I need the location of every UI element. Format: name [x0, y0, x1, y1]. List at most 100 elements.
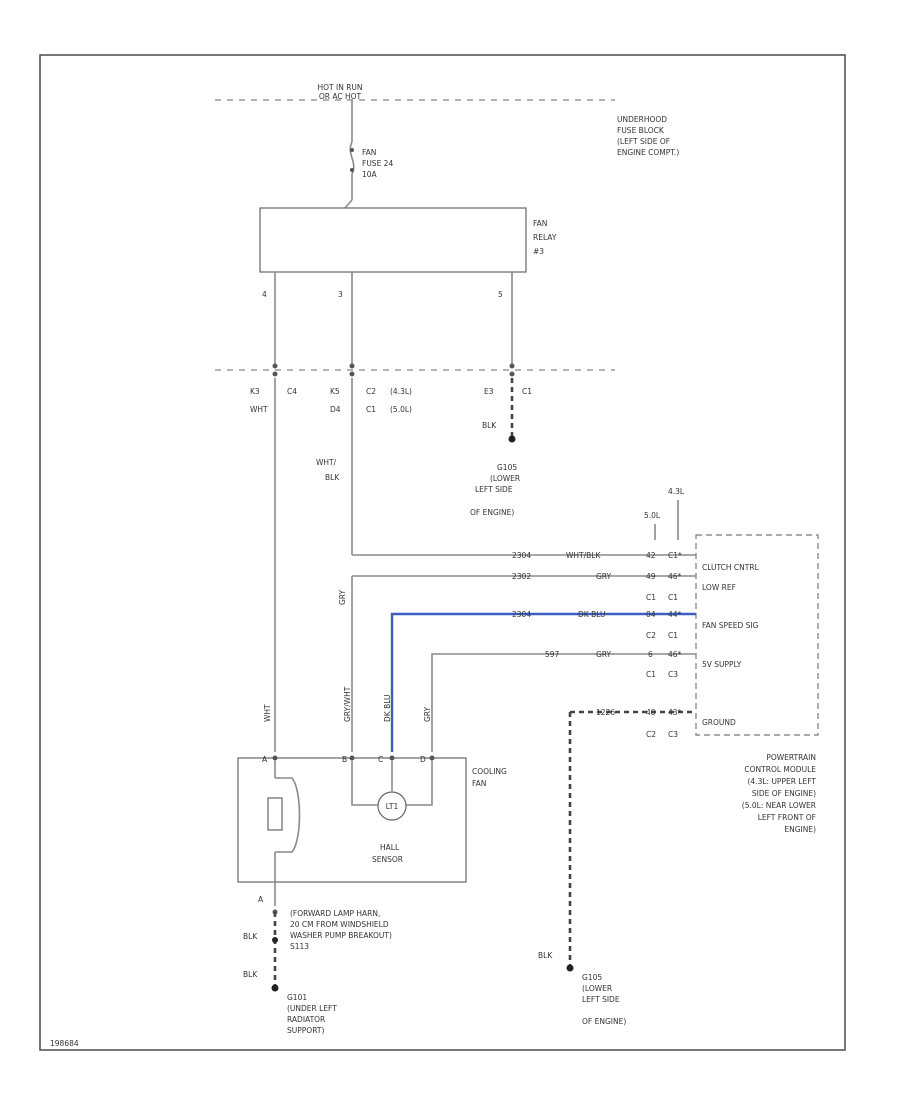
pcm-row5-circuit: 1226: [596, 708, 615, 717]
fuse-node-top: [350, 148, 354, 152]
ground-point-g101: [271, 984, 279, 992]
ground-point-g105-top: [508, 435, 516, 443]
conn2-conn: C2: [366, 387, 376, 396]
splice-label-1: (FORWARD LAMP HARN,: [290, 909, 380, 918]
pcm-row1-conn: C1*: [668, 551, 682, 560]
wire-color-label-1: WHT/: [316, 458, 337, 467]
connector-node-1: [272, 363, 278, 369]
wire-color-label-2: BLK: [325, 473, 340, 482]
pcm-name-2: CONTROL MODULE: [744, 765, 816, 774]
pcm-name-1: POWERTRAIN: [766, 753, 816, 762]
fan-pin-c: C: [378, 755, 383, 764]
splice-label-2: 20 CM FROM WINDSHIELD: [290, 920, 389, 929]
conn2-num-b: D4: [330, 405, 341, 414]
pcm-row4-conn1: C1: [646, 670, 656, 679]
hall-sensor-label-2: SENSOR: [372, 855, 403, 864]
label-5-0L: 5.0L: [644, 511, 661, 520]
hall-lowref-wire: [351, 760, 378, 806]
pcm-row3-label: FAN SPEED SIG: [702, 621, 759, 630]
pcm-name-3: (4.3L: UPPER LEFT: [748, 777, 817, 786]
conn2-engine-b: (5.0L): [390, 405, 412, 414]
conn3-conn: C1: [522, 387, 532, 396]
motor-winding: [275, 777, 301, 853]
pcm-name-4: SIDE OF ENGINE): [752, 789, 816, 798]
conn1-conn: C4: [287, 387, 297, 396]
conn3-color: BLK: [482, 421, 497, 430]
pcm-row5-conn: 43*: [668, 708, 682, 717]
hall-sensor-circle: [377, 791, 407, 821]
fan-relay-box: [259, 207, 527, 273]
fan-vwire-label-2: GRY/WHT: [343, 686, 352, 722]
conn1-num: K3: [250, 387, 260, 396]
fuse-block-label-2: FUSE BLOCK: [617, 126, 665, 135]
relay-label-2: RELAY: [533, 233, 557, 242]
pcm-row2-conn1: C1: [646, 593, 656, 602]
pcm-row3-circuit: 2304: [512, 610, 531, 619]
fan-pin-node-a: [272, 755, 278, 761]
relay-pin-4: 4: [262, 290, 267, 299]
pcm-box: [695, 534, 819, 736]
fan-pin-node-b: [349, 755, 355, 761]
pcm-row4-conn: 46*: [668, 650, 682, 659]
pcm-row3-color: DK BLU: [578, 610, 606, 619]
wire-dk-blu-fan-speed[interactable]: [390, 612, 696, 752]
connector-node-3b: [509, 371, 515, 377]
g105-bottom-label-3: LEFT SIDE: [582, 995, 620, 1004]
pcm-row5-conn2: C3: [668, 730, 678, 739]
connector-node-3: [509, 363, 515, 369]
g105-top-label-4: OF ENGINE): [470, 508, 514, 517]
g105-bottom-label-2: (LOWER: [582, 984, 612, 993]
conn3-num: E3: [484, 387, 494, 396]
pcm-row4-circuit: 597: [545, 650, 560, 659]
fan-pin-d: D: [420, 755, 426, 764]
bottom-pin-a: A: [258, 895, 264, 904]
g101-label-1: G101: [287, 993, 307, 1002]
hall-sensor-label-1: HALL: [380, 843, 400, 852]
pcm-row1-pin: 42: [646, 551, 656, 560]
bottom-blk-2: BLK: [243, 970, 258, 979]
pcm-row3-conn: 44*: [668, 610, 682, 619]
pcm-name-5: (5.0L: NEAR LOWER: [742, 801, 816, 810]
relay-contact-switch: [344, 199, 353, 209]
conn1-color: WHT: [250, 405, 268, 414]
fuse-label-3: 10A: [362, 170, 378, 179]
wire-gry-5v-supply: [431, 653, 696, 752]
pcm-row4-conn2: C3: [668, 670, 678, 679]
pcm-row5-conn1: C2: [646, 730, 656, 739]
relay-pin-5: 5: [498, 290, 503, 299]
bottom-blk-1: BLK: [243, 932, 258, 941]
pcm-row2-label: LOW REF: [702, 583, 736, 592]
connector-node-1b: [272, 371, 278, 377]
pcm-row1-color: WHT/BLK: [566, 551, 601, 560]
conn2-num: K5: [330, 387, 340, 396]
pcm-row3-conn2: C1: [668, 631, 678, 640]
cooling-fan-label-2: FAN: [472, 779, 486, 788]
pcm-name-6: LEFT FRONT OF: [758, 813, 816, 822]
hall-sensor-motor-label: LT1: [386, 802, 399, 811]
diagram-frame: [39, 54, 846, 1051]
fan-pin-node-c: [389, 755, 395, 761]
pcm-row4-label: 5V SUPPLY: [702, 660, 742, 669]
pcm-row3-pin: 04: [646, 610, 656, 619]
fuse-label-2: FUSE 24: [362, 159, 393, 168]
fuse-block-label-3: (LEFT SIDE OF: [617, 137, 670, 146]
g105-top-label-2: (LOWER: [490, 474, 520, 483]
hot-sub-label: OR AC HOT: [319, 92, 362, 101]
g105-top-label-3: LEFT SIDE: [475, 485, 513, 494]
splice-s113-dot: [272, 937, 278, 943]
conn2-conn-b: C1: [366, 405, 376, 414]
bottom-blk-3: BLK: [538, 951, 553, 960]
fan-vwire-label-4: GRY: [423, 706, 432, 722]
pcm-row2-circuit: 2302: [512, 572, 531, 581]
motor-armature: [267, 797, 283, 831]
g105-bottom-label-1: G105: [582, 973, 602, 982]
g105-top-label-1: G105: [497, 463, 517, 472]
fuse-block-label-4: ENGINE COMPT.): [617, 148, 679, 157]
pcm-row4-color: GRY: [596, 650, 612, 659]
g101-label-4: SUPPORT): [287, 1026, 324, 1035]
pcm-row5-pin: 40: [646, 708, 656, 717]
fan-pin-a: A: [262, 755, 268, 764]
lowref-vwire-label: GRY: [338, 589, 347, 605]
fan-vwire-label-3: DK BLU: [383, 694, 392, 722]
